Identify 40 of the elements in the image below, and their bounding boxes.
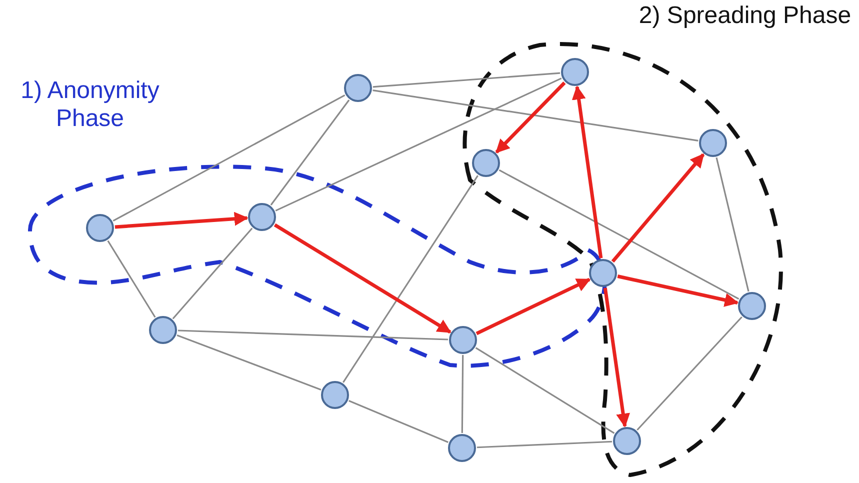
arrow <box>611 153 705 263</box>
connection-line <box>342 175 478 383</box>
connection-line <box>476 440 612 448</box>
connection-line <box>636 316 742 431</box>
arrow <box>572 85 603 258</box>
network-node-circle <box>589 259 617 287</box>
network-node-circle <box>472 149 500 177</box>
arrow <box>603 288 630 428</box>
arrow <box>274 223 452 334</box>
connection-line <box>178 330 448 340</box>
phase-label: 2) Spreading Phase <box>638 2 852 30</box>
phase-label: 1) Anonymity Phase <box>20 77 160 133</box>
connection-line <box>112 94 346 222</box>
connection-line <box>348 400 448 443</box>
connection-line <box>372 90 698 142</box>
connection-line <box>172 228 253 320</box>
connection-line <box>176 334 322 390</box>
network-node-circle <box>149 316 177 344</box>
connection-line <box>461 355 464 433</box>
network-node-circle <box>738 292 766 320</box>
connection-line <box>372 72 560 88</box>
connection-line <box>275 78 562 212</box>
arrow <box>495 82 566 154</box>
network-node-circle <box>448 434 476 462</box>
network-node-circle <box>561 58 589 86</box>
network-node-circle <box>613 427 641 455</box>
network-node-circle <box>699 129 727 157</box>
connection-line <box>498 169 740 300</box>
network-node-circle <box>86 214 114 242</box>
connection-line <box>107 240 156 318</box>
network-node-circle <box>248 203 276 231</box>
arrow <box>617 274 739 307</box>
network-node-circle <box>321 381 349 409</box>
connection-line <box>270 100 350 206</box>
connection-line <box>475 347 615 434</box>
network-node-circle <box>449 326 477 354</box>
arrow <box>476 278 591 336</box>
network-node-circle <box>344 74 372 102</box>
connection-line <box>716 157 750 292</box>
arrow <box>114 212 248 229</box>
